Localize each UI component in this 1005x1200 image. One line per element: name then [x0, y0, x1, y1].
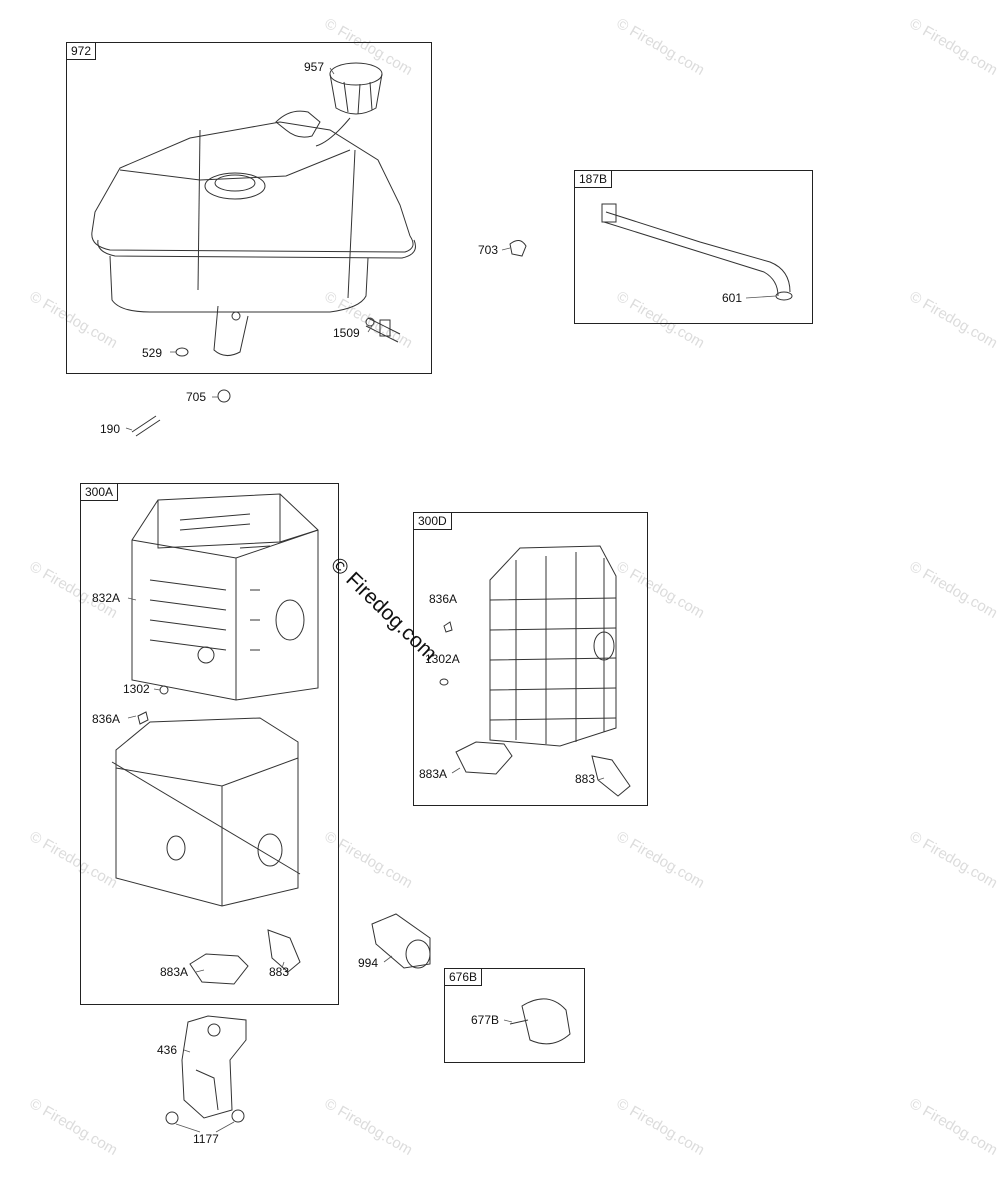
box-label-187b: 187B [575, 171, 613, 188]
washer-1302 [159, 685, 169, 695]
spark-arrestor-screen [489, 545, 617, 747]
part-label-1177: 1177 [193, 1132, 219, 1146]
part-label-883-left: 883 [269, 965, 290, 979]
breather-tube [601, 203, 793, 301]
screw-836a-right [443, 621, 453, 633]
bolt-190 [131, 415, 161, 437]
box-300d: 300D [413, 512, 648, 806]
drain-valve [365, 317, 401, 343]
washer-1302a [439, 678, 449, 686]
part-label-1509: 1509 [333, 326, 360, 340]
box-972: 972 [66, 42, 432, 374]
gasket-883-right [591, 755, 631, 797]
muffler-300a [111, 717, 301, 907]
box-label-676b: 676B [445, 969, 483, 986]
nut-1177-left [165, 1111, 179, 1125]
exhaust-manifold [181, 1015, 247, 1119]
screw-836a [137, 711, 149, 725]
part-label-957: 957 [304, 60, 325, 74]
part-label-832a: 832A [92, 591, 121, 605]
washer-529 [175, 347, 189, 357]
clip-703 [509, 240, 527, 257]
part-label-883a-left: 883A [160, 965, 189, 979]
part-label-190: 190 [100, 422, 121, 436]
part-label-703: 703 [478, 243, 499, 257]
part-label-601: 601 [722, 291, 743, 305]
part-label-1302a: 1302A [425, 652, 460, 666]
box-label-300d: 300D [414, 513, 452, 530]
part-label-436: 436 [157, 1043, 178, 1057]
part-label-705: 705 [186, 390, 207, 404]
part-label-883-right: 883 [575, 772, 596, 786]
gasket-883a-left [189, 953, 249, 985]
part-label-994: 994 [358, 956, 379, 970]
nut-705 [217, 389, 231, 403]
box-187b: 187B [574, 170, 813, 324]
heat-shield [131, 493, 319, 701]
part-label-1302: 1302 [123, 682, 150, 696]
box-label-300a: 300A [81, 484, 119, 501]
box-label-972: 972 [67, 43, 97, 60]
box-300a: 300A [80, 483, 339, 1005]
gasket-883a-right [455, 741, 513, 775]
box-676b: 676B [444, 968, 585, 1063]
part-label-836a-left: 836A [92, 712, 121, 726]
part-label-883a-right: 883A [419, 767, 448, 781]
fuel-tank [91, 121, 416, 356]
exhaust-deflector [371, 913, 431, 969]
fuel-cap [275, 62, 383, 147]
part-label-677b: 677B [471, 1013, 500, 1027]
clamp-677b [509, 998, 571, 1045]
part-label-529: 529 [142, 346, 163, 360]
gasket-883-left [267, 929, 301, 973]
part-label-836a-right: 836A [429, 592, 458, 606]
nut-1177-right [231, 1109, 245, 1123]
